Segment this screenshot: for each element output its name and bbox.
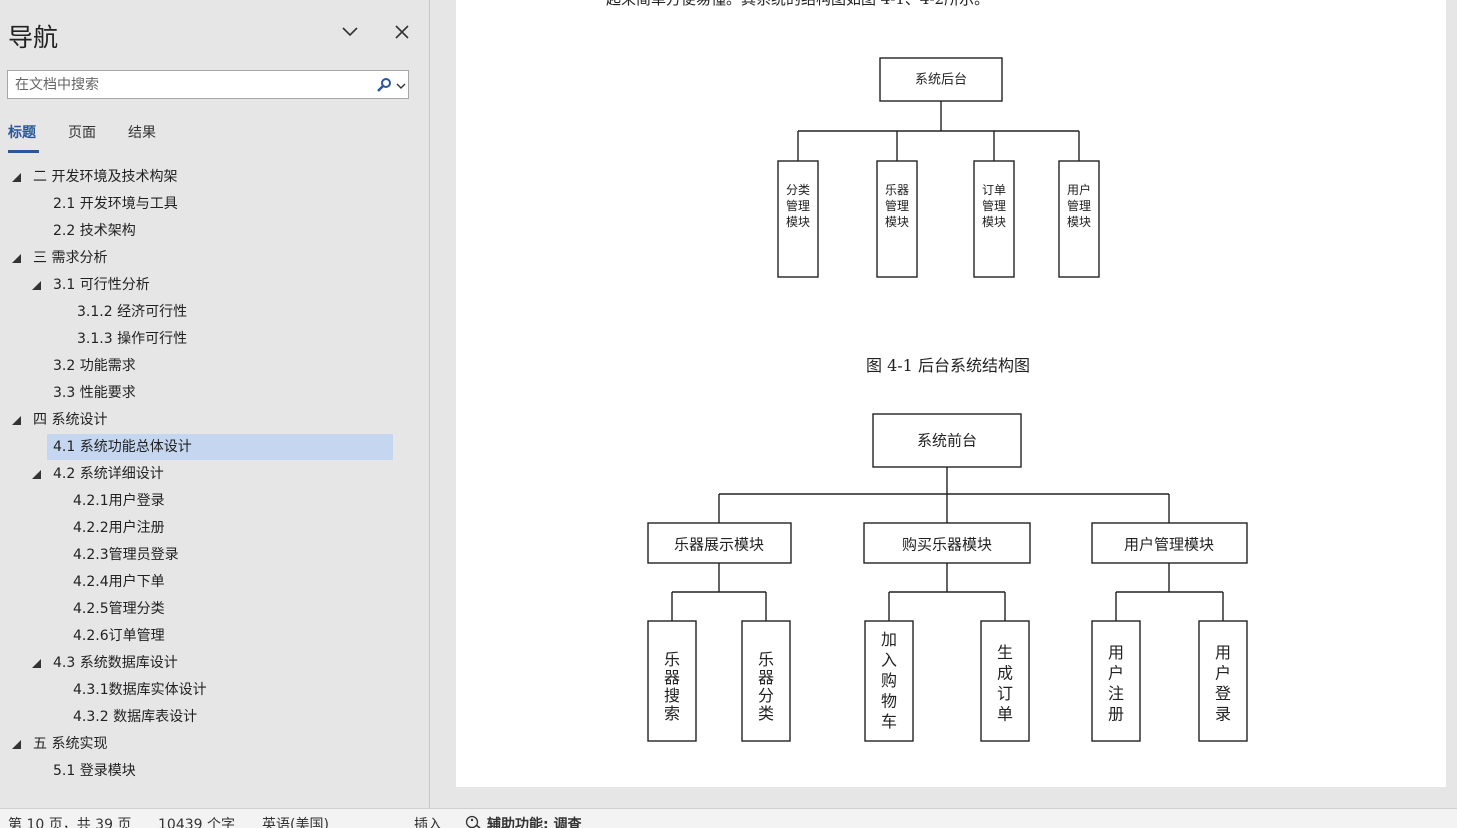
- diagram-node-label: 用户登录: [1215, 643, 1231, 724]
- nav-heading-item[interactable]: 4.1 系统功能总体设计: [47, 434, 393, 460]
- nav-heading-item[interactable]: 4.3 系统数据库设计: [53, 655, 178, 671]
- figure-caption: 图 4-1 后台系统结构图: [866, 356, 1030, 375]
- expand-triangle-icon[interactable]: [32, 281, 41, 290]
- expand-triangle-icon[interactable]: [32, 470, 41, 479]
- diagram-leaf-box: [864, 620, 914, 742]
- nav-heading-item[interactable]: 4.3.2 数据库表设计: [73, 709, 198, 725]
- diagram-leaf-box: [1198, 620, 1248, 742]
- nav-heading-item[interactable]: 三 需求分析: [33, 250, 108, 266]
- expand-triangle-icon[interactable]: [12, 740, 21, 749]
- word-count[interactable]: 10439 个字: [158, 817, 235, 828]
- nav-heading-item[interactable]: 4.2.1用户登录: [73, 493, 165, 509]
- nav-title: 导航: [8, 23, 59, 52]
- nav-heading-item[interactable]: 3.3 性能要求: [53, 385, 136, 401]
- nav-heading-item[interactable]: 二 开发环境及技术构架: [33, 169, 178, 185]
- body-text: 起来简单方便易懂。其系统的结构图如图 4-1、4-2所示。: [606, 0, 989, 9]
- diagram-group-box: [863, 522, 1031, 564]
- diagram-leaf-box: [980, 620, 1030, 742]
- diagram-child-box: [1058, 160, 1100, 278]
- nav-heading-item[interactable]: 4.2.5管理分类: [73, 601, 165, 617]
- structure-diagram: 系统后台分类管理模块乐器管理模块订单管理模块用户管理模块系统前台乐器展示模块乐器…: [647, 57, 1248, 742]
- nav-heading-item[interactable]: 3.1.3 操作可行性: [77, 331, 188, 347]
- navigation-pane: 导航 标题 页面 结果 二 开发环境及技术构架 2.1 开发环境与工具 2.2 技术…: [0, 0, 430, 808]
- nav-heading-item[interactable]: 四 系统设计: [33, 412, 108, 428]
- diagram-node-label: 乐器管理模块: [885, 183, 909, 229]
- search-icon[interactable]: [376, 77, 392, 93]
- nav-heading-item[interactable]: 4.2.6订单管理: [73, 628, 165, 644]
- expand-triangle-icon[interactable]: [32, 659, 41, 668]
- page-count[interactable]: 第 10 页，共 39 页: [8, 817, 132, 828]
- chevron-down-icon[interactable]: [395, 80, 407, 92]
- nav-heading-item[interactable]: 4.2 系统详细设计: [53, 466, 164, 482]
- nav-heading-item[interactable]: 2.1 开发环境与工具: [53, 196, 178, 212]
- expand-triangle-icon[interactable]: [12, 173, 21, 182]
- diagram-root-box: [872, 413, 1022, 468]
- language-indicator[interactable]: 英语(美国): [262, 817, 329, 828]
- diagram-group-label: 购买乐器模块: [902, 536, 992, 554]
- chevron-down-icon[interactable]: [338, 20, 362, 44]
- nav-heading-item[interactable]: 4.3.1数据库实体设计: [73, 682, 207, 698]
- diagram-node-label: 乐器分类: [758, 650, 774, 723]
- document-page[interactable]: 起来简单方便易懂。其系统的结构图如图 4-1、4-2所示。 系统后台分类管理模块…: [456, 0, 1446, 787]
- close-icon[interactable]: [390, 20, 414, 44]
- nav-heading-item[interactable]: 3.1.2 经济可行性: [77, 304, 188, 320]
- diagram-node-label: 生成订单: [997, 643, 1013, 724]
- diagram-child-box: [973, 160, 1015, 278]
- expand-triangle-icon[interactable]: [12, 254, 21, 263]
- diagram-node-label: 用户管理模块: [1067, 182, 1091, 229]
- tab-results[interactable]: 结果: [128, 125, 156, 141]
- diagram-root-box: [879, 57, 1003, 102]
- diagram-node-label: 乐器搜索: [664, 650, 680, 723]
- nav-heading-item[interactable]: 3.1 可行性分析: [53, 277, 150, 293]
- diagram-group-label: 乐器展示模块: [674, 536, 764, 554]
- accessibility-icon: [465, 815, 481, 828]
- nav-heading-item[interactable]: 3.2 功能需求: [53, 358, 136, 374]
- nav-heading-item[interactable]: 4.2.3管理员登录: [73, 547, 179, 563]
- search-input[interactable]: [8, 71, 368, 98]
- status-bar: 第 10 页，共 39 页 10439 个字 英语(美国) 插入 辅助功能: 调…: [0, 808, 1457, 828]
- diagram-child-box: [876, 160, 918, 278]
- nav-heading-item[interactable]: 4.2.2用户注册: [73, 520, 165, 536]
- diagram-node-label: 分类管理模块: [786, 183, 810, 229]
- tab-headings[interactable]: 标题: [8, 125, 36, 141]
- diagram-group-box: [1091, 522, 1248, 564]
- diagram-leaf-box: [647, 620, 697, 742]
- nav-heading-item[interactable]: 五 系统实现: [33, 736, 108, 752]
- nav-heading-item[interactable]: 4.2.4用户下单: [73, 574, 165, 590]
- tab-pages[interactable]: 页面: [68, 125, 96, 141]
- diagram-leaf-box: [1091, 620, 1141, 742]
- diagram-child-box: [777, 160, 819, 278]
- nav-heading-item[interactable]: 2.2 技术架构: [53, 223, 136, 239]
- diagram-root-label: 系统前台: [917, 432, 977, 450]
- diagram-root-label: 系统后台: [915, 73, 967, 88]
- diagram-group-label: 用户管理模块: [1124, 536, 1214, 554]
- expand-triangle-icon[interactable]: [12, 416, 21, 425]
- active-tab-indicator: [8, 150, 39, 153]
- diagram-node-label: 加入购物车: [881, 630, 897, 731]
- insert-mode[interactable]: 插入: [414, 817, 442, 828]
- nav-heading-item[interactable]: 5.1 登录模块: [53, 763, 136, 779]
- diagram-leaf-box: [741, 620, 791, 742]
- accessibility-status[interactable]: 辅助功能: 调查: [487, 817, 582, 828]
- diagram-node-label: 订单管理模块: [982, 183, 1006, 229]
- search-box: [7, 70, 409, 99]
- diagram-node-label: 用户注册: [1108, 643, 1124, 724]
